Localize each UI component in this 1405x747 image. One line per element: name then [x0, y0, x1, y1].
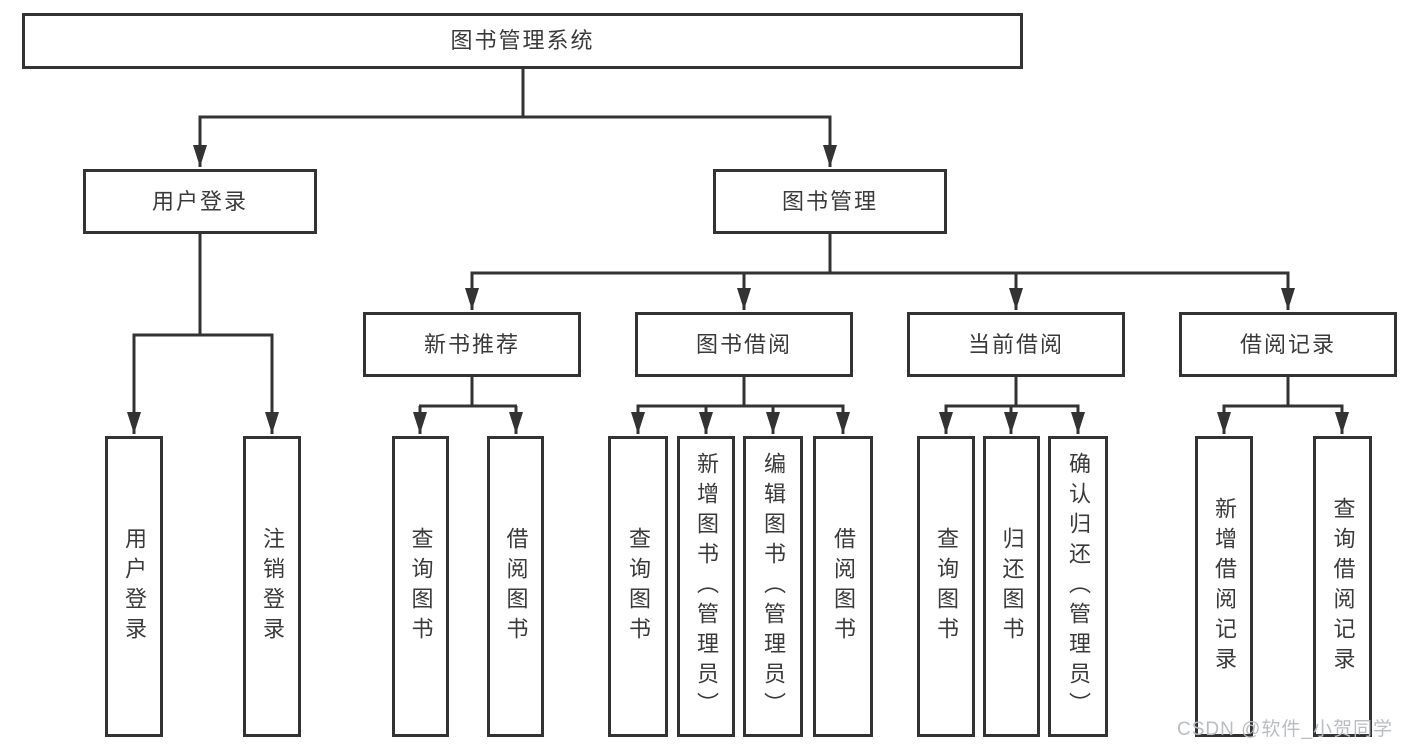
node-label: 用户登录	[122, 526, 147, 647]
node-new-book-recommend: 新书推荐	[363, 312, 581, 377]
node-label: 确认归还（管理员）	[1066, 451, 1091, 722]
node-book-management: 图书管理	[713, 169, 947, 234]
node-label: 新增借阅记录	[1212, 496, 1237, 677]
node-label: 查询图书	[408, 526, 434, 647]
node-label: 编辑图书（管理员）	[761, 451, 786, 722]
node-label: 用户登录	[151, 188, 248, 214]
node-label: 注销登录	[260, 526, 285, 647]
leaf-query-books: 查询图书	[917, 436, 975, 737]
leaf-user-login: 用户登录	[105, 436, 163, 737]
node-label: 图书借阅	[695, 331, 792, 357]
node-label: 图书管理系统	[450, 28, 595, 53]
node-borrowing-records: 借阅记录	[1179, 312, 1397, 377]
node-label: 新书推荐	[423, 331, 520, 357]
node-label: 新增图书（管理员）	[694, 451, 719, 722]
leaf-return-books: 归还图书	[983, 436, 1040, 737]
leaf-query-books: 查询图书	[392, 436, 449, 737]
leaf-query-borrow-record: 查询借阅记录	[1313, 436, 1372, 737]
leaf-query-books: 查询图书	[608, 436, 668, 737]
node-label: 查询借阅记录	[1330, 496, 1356, 677]
node-label: 借阅记录	[1239, 331, 1336, 357]
leaf-edit-books-admin: 编辑图书（管理员）	[743, 436, 803, 737]
node-label: 借阅图书	[831, 526, 856, 647]
node-current-borrowing: 当前借阅	[907, 312, 1125, 377]
node-user-login: 用户登录	[83, 169, 317, 234]
leaf-borrow-books: 借阅图书	[487, 436, 544, 737]
node-label: 当前借阅	[967, 331, 1064, 357]
node-book-borrowing: 图书借阅	[635, 312, 853, 377]
leaf-confirm-return-admin: 确认归还（管理员）	[1048, 436, 1108, 737]
node-label: 归还图书	[999, 526, 1025, 647]
node-label: 查询图书	[934, 526, 959, 647]
leaf-logout: 注销登录	[243, 436, 301, 737]
leaf-add-books-admin: 新增图书（管理员）	[677, 436, 735, 737]
node-library-system: 图书管理系统	[22, 13, 1023, 69]
csdn-watermark: CSDN @软件_小贺同学	[1177, 719, 1393, 740]
node-label: 查询图书	[626, 526, 651, 647]
leaf-borrow-books: 借阅图书	[813, 436, 873, 737]
node-label: 借阅图书	[503, 526, 529, 647]
node-label: 图书管理	[781, 188, 878, 214]
leaf-add-borrow-record: 新增借阅记录	[1195, 436, 1253, 737]
